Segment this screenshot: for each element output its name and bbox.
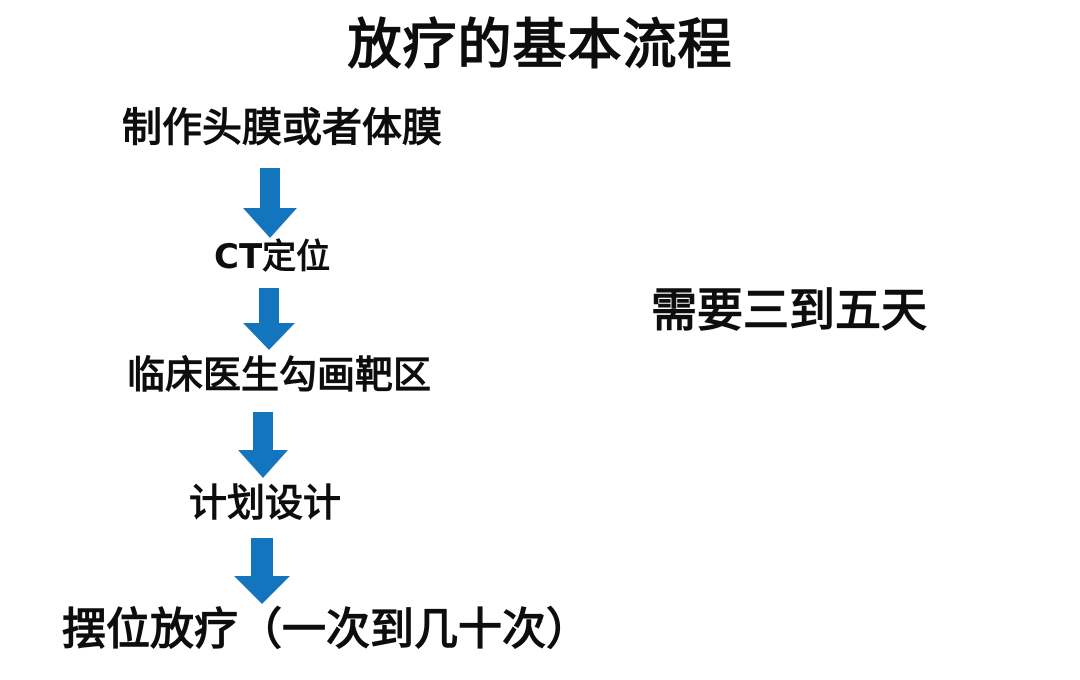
flow-step-4-label: 计划设计 (189, 481, 342, 525)
down-arrow-icon (243, 288, 295, 350)
page-title: 放疗的基本流程 (347, 13, 733, 76)
flow-step-1-label: 制作头膜或者体膜 (122, 105, 442, 151)
flow-step-2-label: CT定位 (214, 237, 331, 277)
down-arrow-icon (243, 168, 297, 238)
down-arrow-icon (234, 538, 290, 604)
duration-annotation: 需要三到五天 (651, 283, 927, 337)
flow-step-3-label: 临床医生勾画靶区 (127, 353, 432, 397)
flow-step-5-label: 摆位放疗（一次到几十次） (62, 604, 590, 655)
down-arrow-icon (238, 412, 288, 478)
